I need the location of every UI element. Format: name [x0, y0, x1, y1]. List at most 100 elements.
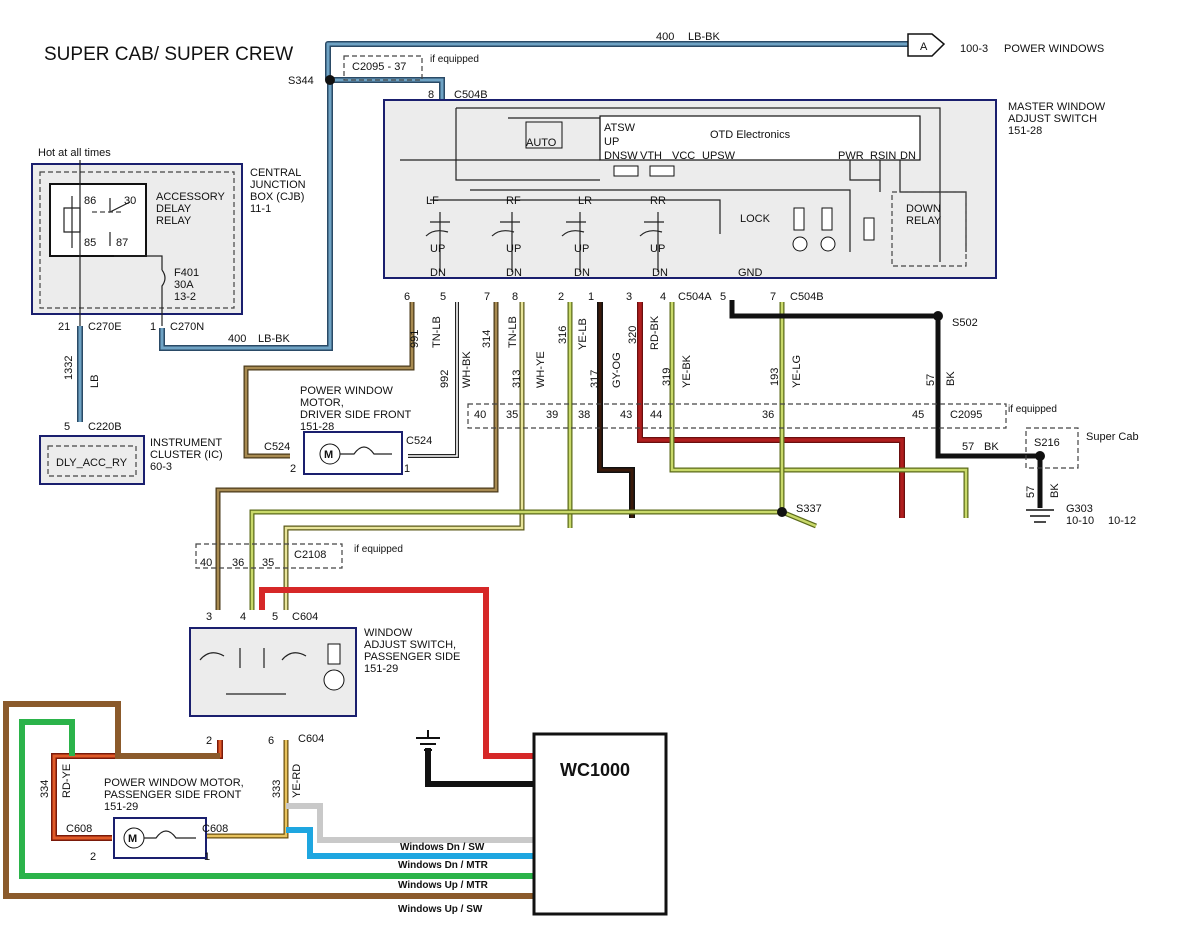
vth-label: VTH [640, 150, 662, 162]
c2095-pin-45: 45 [912, 409, 924, 421]
splice-s502-dot [933, 311, 943, 321]
c504b-top-pin: 8 [428, 89, 434, 101]
wire-wc-red [259, 587, 534, 759]
c2095-pin-44: 44 [650, 409, 662, 421]
svg-text:TN-LB: TN-LB [431, 316, 443, 348]
down-relay-2: RELAY [906, 215, 942, 227]
master-pin-7: 7 [484, 291, 490, 303]
c2095-37-box [343, 55, 423, 81]
wire-319 [669, 302, 969, 518]
super-cab-box [1025, 427, 1079, 469]
svg-text:193: 193 [769, 368, 781, 386]
switch-lr: LR UP DN [561, 195, 592, 279]
splice-s216-dot [1035, 451, 1045, 461]
wire-57-color-v: BK [1049, 483, 1061, 498]
switch-rf: RF UP DN [491, 195, 522, 279]
passenger-led-icon [323, 669, 345, 691]
wire-wc-up-mtr [19, 719, 534, 879]
svg-text:314: 314 [481, 330, 493, 348]
wc1000-label: WC1000 [560, 760, 630, 780]
master-label-2: ADJUST SWITCH [1008, 113, 1097, 125]
resistor-5 [863, 217, 875, 241]
if-equipped-c2108: if equipped [354, 544, 403, 555]
master-ref: 151-28 [1008, 125, 1042, 137]
wire-333-color: YE-RD [291, 764, 303, 798]
c220b-pin: 5 [64, 421, 70, 433]
c2095-pin-38: 38 [578, 409, 590, 421]
c604-pin-4: 4 [240, 611, 246, 623]
wire-s344-to-c504b [330, 77, 445, 100]
wire-992 [408, 302, 459, 458]
cjb-label-1: CENTRAL [250, 167, 301, 179]
wc-wire-dn-mtr: Windows Dn / MTR [398, 860, 489, 871]
dnsw-label: DNSW [604, 150, 638, 162]
auto-switch [525, 121, 563, 149]
ic-signal: DLY_ACC_RY [56, 457, 128, 469]
master-pin-2: 2 [558, 291, 564, 303]
relay-pin-87: 87 [116, 237, 128, 249]
driver-motor-label-1: POWER WINDOW [300, 385, 393, 397]
wire-333-number: 333 [271, 780, 283, 798]
otd-label: OTD Electronics [710, 129, 791, 141]
c604-pin-3: 3 [206, 611, 212, 623]
driver-motor-ref: 151-28 [300, 421, 334, 433]
relay-label-2: DELAY [156, 203, 192, 215]
svg-text:M: M [324, 449, 333, 461]
driver-c524-right: C524 [406, 435, 432, 447]
central-junction-box: 86 30 85 87 ACCESSORY DELAY RELAY F401 3… [31, 160, 243, 326]
wire-400-top [325, 41, 908, 80]
splice-s337-dot [777, 507, 787, 517]
upsw-label: UPSW [702, 150, 736, 162]
c270e-label: C270E [88, 321, 122, 333]
c270e-pin: 21 [58, 321, 70, 333]
svg-text:UP: UP [650, 243, 665, 255]
svg-text:YE-LG: YE-LG [791, 355, 803, 388]
wire-333 [206, 740, 289, 839]
connector-a-letter: A [920, 41, 928, 53]
svg-text:DN: DN [574, 267, 590, 279]
c604-bottom-label: C604 [298, 733, 324, 745]
passenger-c608-left: C608 [66, 823, 92, 835]
if-equipped-c2095: if equipped [1008, 404, 1057, 415]
led-2-icon [820, 236, 836, 252]
passenger-switch-ref: 151-29 [364, 663, 398, 675]
passenger-c608-right: C608 [202, 823, 228, 835]
c604-pin-6: 6 [268, 735, 274, 747]
ground-name: G303 [1066, 503, 1093, 515]
super-cab-label: Super Cab [1086, 431, 1139, 443]
vcc-label: VCC [672, 150, 695, 162]
rsin-label: RSIN [870, 150, 896, 162]
passenger-switch-label-2: ADJUST SWITCH, [364, 639, 456, 651]
ic-label-1: INSTRUMENT [150, 437, 222, 449]
wire-317 [597, 302, 635, 518]
c270n-pin: 1 [150, 321, 156, 333]
dn-top-label: DN [900, 150, 916, 162]
wire-gnd [729, 300, 1043, 508]
svg-text:DN: DN [430, 267, 446, 279]
svg-text:YE-LB: YE-LB [577, 318, 589, 350]
passenger-motor-label-1: POWER WINDOW MOTOR, [104, 777, 244, 789]
wire-wc-up-sw [3, 701, 534, 899]
c2095-label: C2095 [950, 409, 982, 421]
master-pin-3: 3 [626, 291, 632, 303]
splice-s337: S337 [796, 503, 822, 515]
master-pin-7b: 7 [770, 291, 776, 303]
master-pin-gnd-5: 5 [720, 291, 726, 303]
wc1000-ground-icon [416, 730, 440, 751]
relay-pin-85: 85 [84, 237, 96, 249]
svg-text:GY-OG: GY-OG [611, 352, 623, 388]
wire-400-cjb [159, 80, 333, 351]
svg-text:319: 319 [661, 368, 673, 386]
down-relay-1: DOWN [906, 203, 941, 215]
passenger-motor-ref: 151-29 [104, 801, 138, 813]
c2108-pin-35: 35 [262, 557, 274, 569]
c2108-pin-36: 36 [232, 557, 244, 569]
svg-text:BK: BK [945, 371, 957, 386]
cjb-label-2: JUNCTION [250, 179, 306, 191]
wire-314 [215, 302, 499, 610]
svg-text:RD-BK: RD-BK [649, 315, 661, 350]
wire-labels-master: 991 TN-LB 992 WH-BK 314 TN-LB 313 WH-YE … [409, 315, 957, 388]
if-equipped-top: if equipped [430, 54, 479, 65]
resistor-2 [649, 165, 675, 177]
